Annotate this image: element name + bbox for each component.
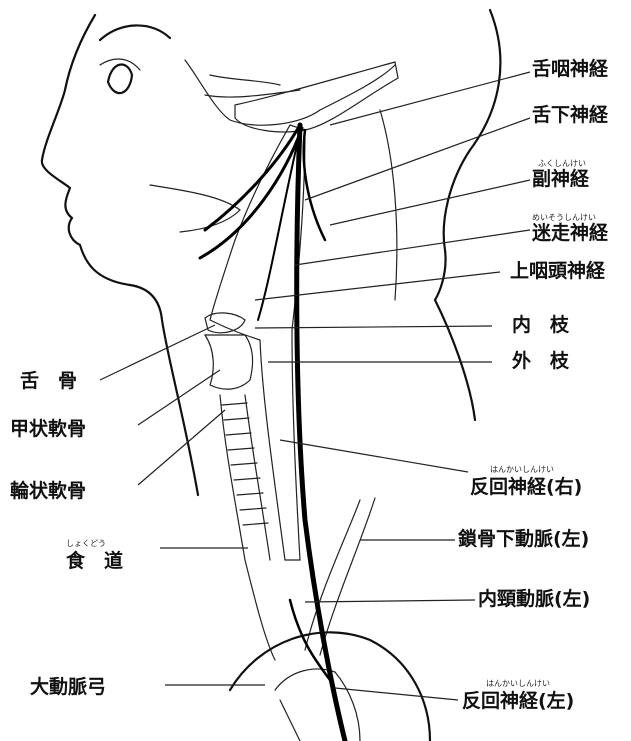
ruby-recurrent-nerve-right: はんかいしんけい xyxy=(490,466,554,474)
mandible-line xyxy=(185,60,395,125)
label-vagus-nerve: 迷走神経 xyxy=(532,224,608,243)
label-superior-laryngeal-nerve: 上咽頭神経 xyxy=(510,262,605,281)
label-esophagus: 食 道 xyxy=(66,552,123,571)
label-accessory-nerve: 副神経 xyxy=(532,170,589,189)
label-subclavian-artery-left: 鎖骨下動脈(左) xyxy=(458,530,589,549)
label-thyroid-cartilage: 甲状軟骨 xyxy=(10,420,86,439)
ruby-accessory-nerve: ふくしんけい xyxy=(538,160,586,168)
label-hypoglossal-nerve: 舌下神経 xyxy=(532,106,608,125)
label-recurrent-nerve-left: 反回神経(左) xyxy=(462,692,574,711)
nerve-bundle-3 xyxy=(304,130,325,240)
vagus-nerve xyxy=(297,125,345,741)
cheek-line xyxy=(150,185,240,232)
eyebrow xyxy=(100,25,170,40)
back-of-head-outline xyxy=(435,10,500,420)
label-internal-branch: 内 枝 xyxy=(512,316,569,335)
ruby-esophagus: しょくどう xyxy=(66,540,106,548)
label-hyoid-bone: 舌 骨 xyxy=(20,372,77,391)
label-cricoid-cartilage: 輪状軟骨 xyxy=(10,482,86,501)
carotid-vessel xyxy=(305,498,375,655)
inner-lines xyxy=(205,75,397,300)
eye xyxy=(108,65,132,94)
thyroid-cartilage-shape xyxy=(205,335,252,389)
aortic-arch-shape xyxy=(230,632,430,741)
label-glossopharyngeal-nerve: 舌咽神経 xyxy=(532,60,608,79)
label-aortic-arch: 大動脈弓 xyxy=(30,678,106,697)
pharynx xyxy=(210,125,305,560)
aortic-arch-inner xyxy=(275,669,360,741)
skull-base xyxy=(235,62,398,132)
label-recurrent-nerve-right: 反回神経(右) xyxy=(470,478,582,497)
nerve-bundle-4 xyxy=(258,140,298,320)
label-external-branch: 外 枝 xyxy=(512,352,569,371)
label-carotid-artery-left: 内頸動脈(左) xyxy=(478,590,590,609)
ruby-recurrent-nerve-left: はんかいしんけい xyxy=(486,680,550,688)
ruby-vagus-nerve: めいそうしんけい xyxy=(532,214,596,222)
